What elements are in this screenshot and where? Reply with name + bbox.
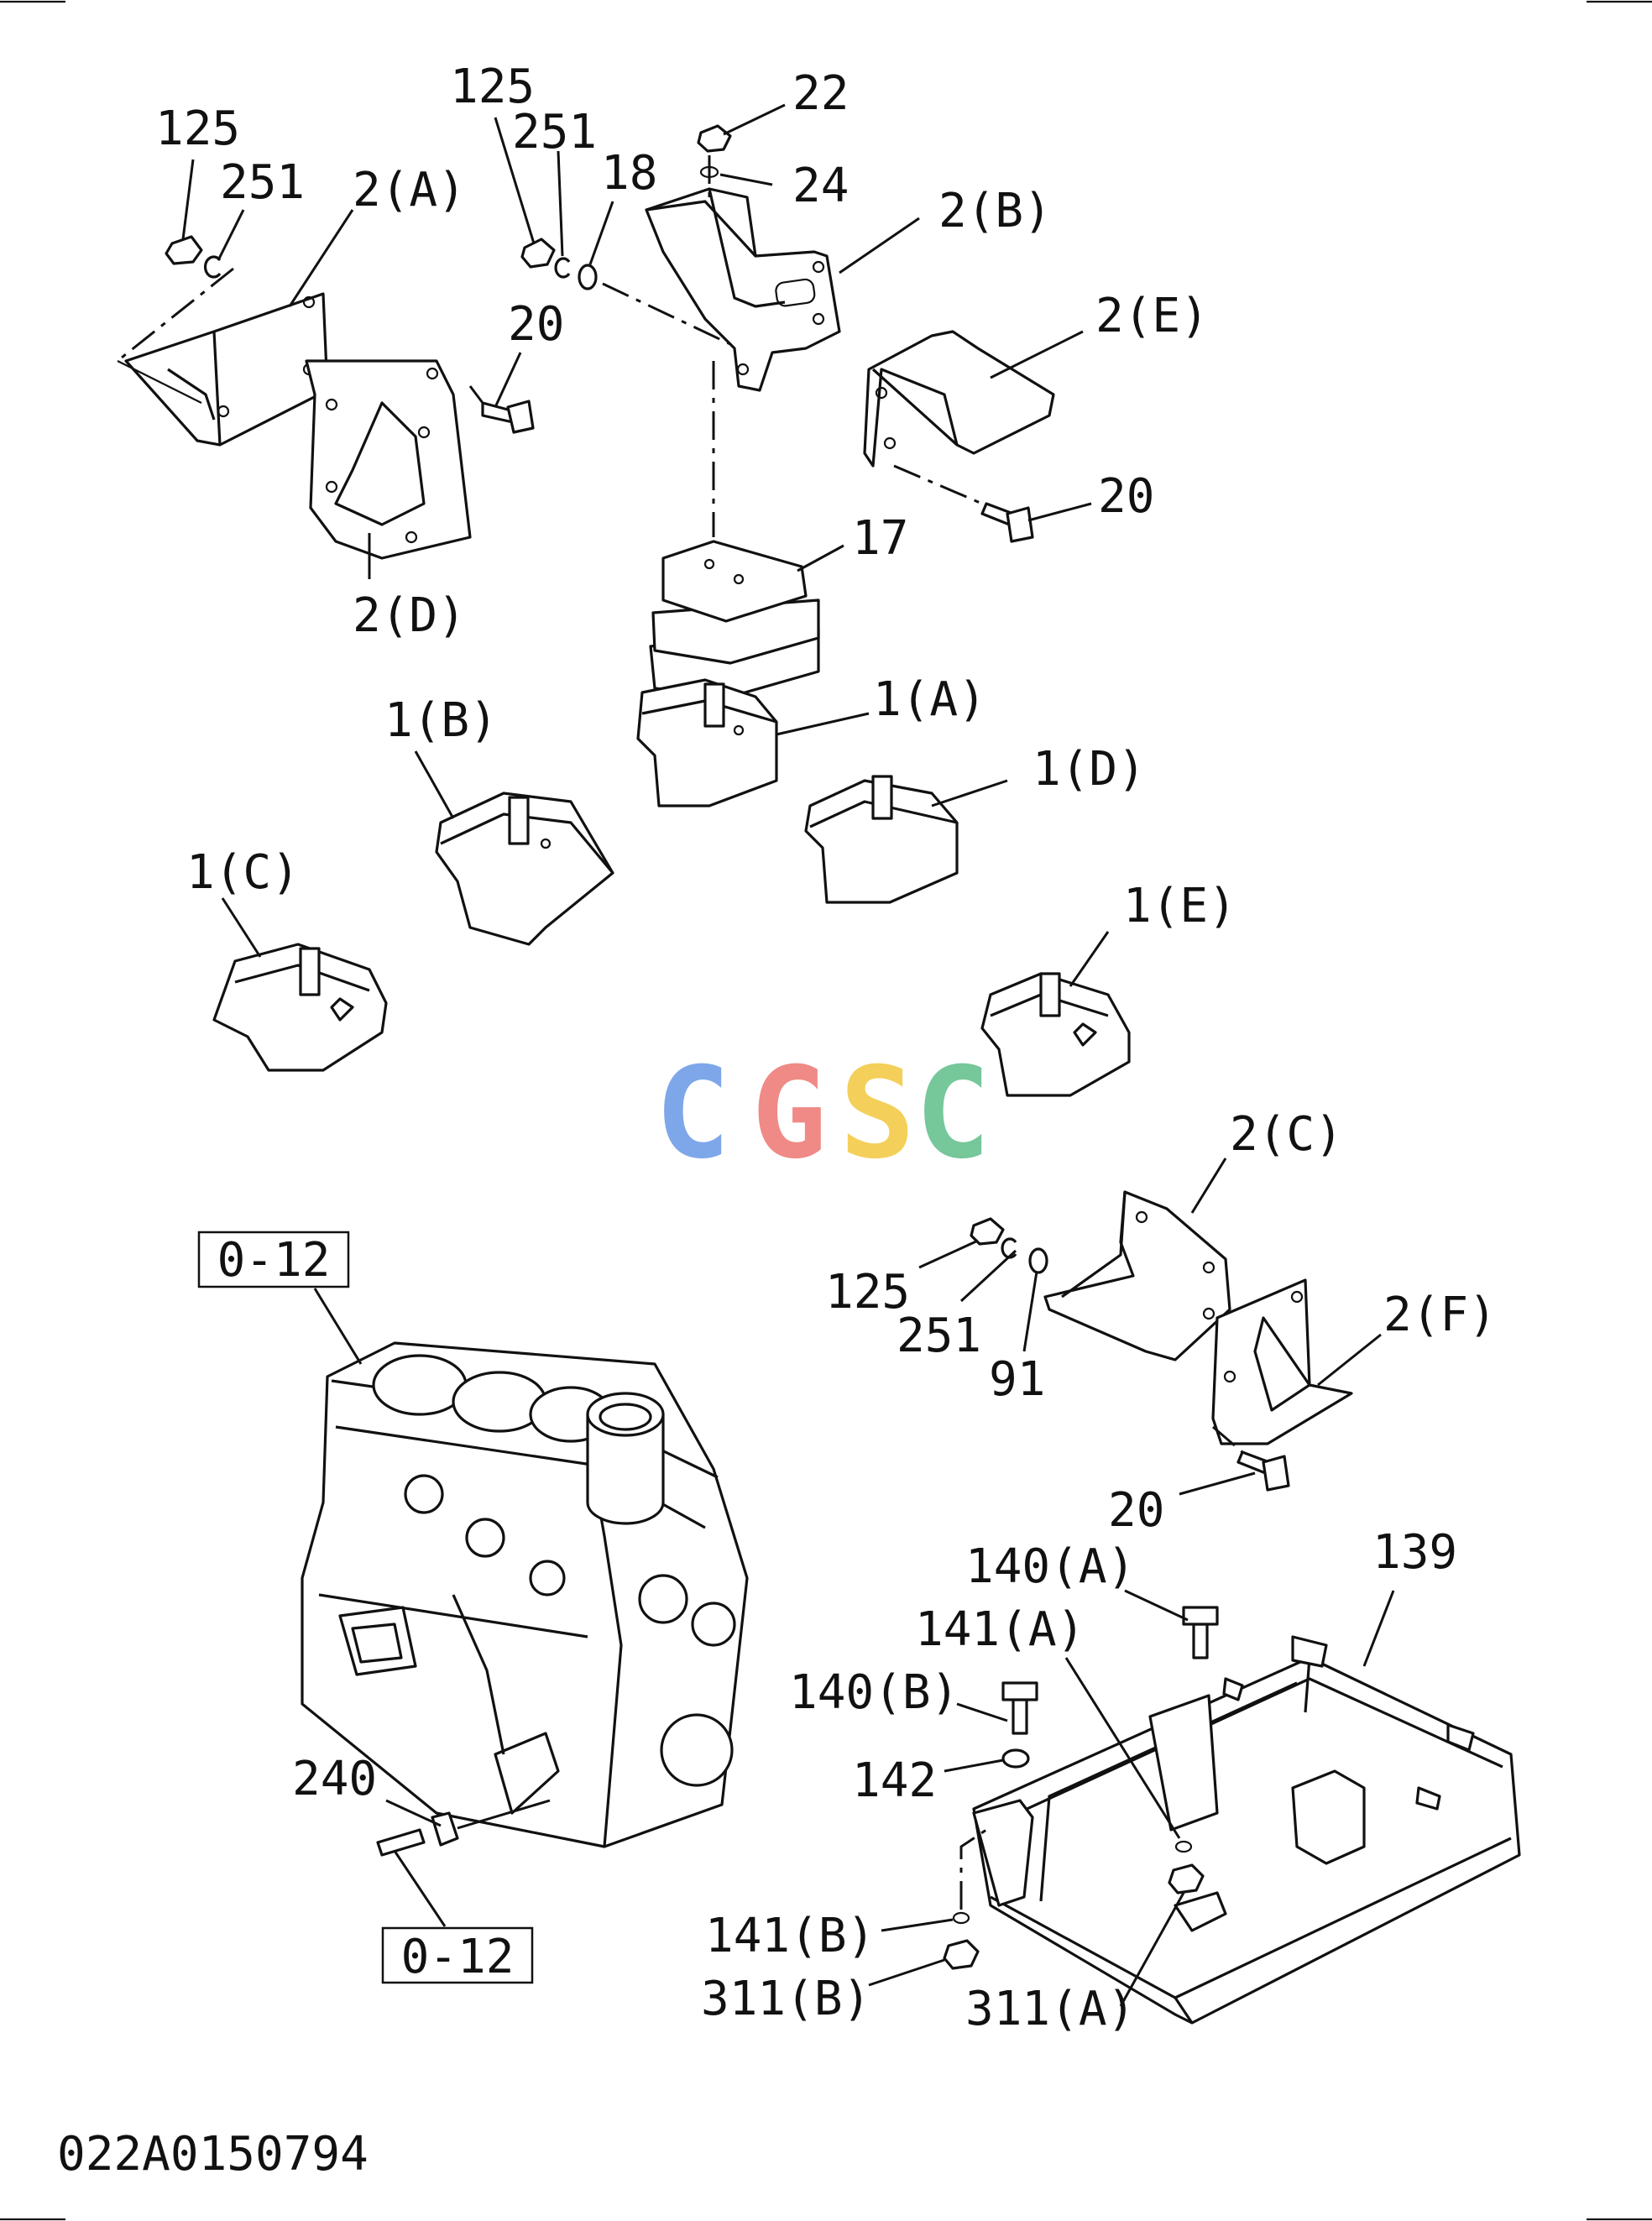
mount-1b: [435, 792, 614, 946]
cgsc-watermark: C G S C: [655, 1041, 991, 1187]
watermark-letter: G: [751, 1041, 827, 1187]
bolt-20c: [1236, 1450, 1290, 1492]
leader-lines: [181, 103, 1395, 2007]
nut-22: [697, 124, 732, 153]
bracket-2b: [645, 187, 841, 392]
reference-label: 0-12: [217, 1233, 331, 1288]
washer-18: [578, 264, 598, 290]
nut-125c: [970, 1217, 1005, 1246]
bolt-140b: [1001, 1681, 1038, 1735]
frame-139: [972, 1635, 1521, 2025]
reference-label: 0-12: [401, 1930, 515, 1984]
bracket-2f: [1211, 1278, 1353, 1445]
bracket-2d: [305, 359, 472, 560]
bolt-20a: [481, 400, 535, 434]
washer-251c: [1001, 1237, 1017, 1259]
washer-251b: [554, 257, 571, 279]
label-251: 251: [220, 155, 305, 210]
bolt-140a: [1182, 1606, 1219, 1659]
label-125: 125: [450, 60, 535, 114]
label-20: 20: [1108, 1483, 1164, 1538]
label-24: 24: [792, 159, 849, 213]
label-140b: 140(B): [789, 1665, 959, 1720]
bracket-2c: [1043, 1190, 1231, 1361]
label-141a: 141(A): [915, 1602, 1085, 1657]
label-20: 20: [1098, 469, 1154, 524]
label-1c: 1(C): [186, 845, 300, 900]
part-labels: 125 251 2(A) 125 251 18 22 24 2(B) 2(E) …: [155, 60, 1497, 2036]
label-1e: 1(E): [1123, 879, 1236, 933]
watermark-letter: S: [839, 1041, 915, 1187]
stud-240: [376, 1811, 459, 1857]
nut-311a: [1168, 1863, 1205, 1894]
label-125: 125: [825, 1265, 910, 1320]
washer-142: [1001, 1748, 1030, 1769]
mount-1d: [804, 775, 959, 904]
watermark-letter: C: [915, 1041, 991, 1187]
label-2d: 2(D): [353, 588, 466, 643]
engine-block: [301, 1341, 749, 1848]
label-2c: 2(C): [1230, 1107, 1343, 1162]
label-22: 22: [792, 66, 849, 121]
washer-91: [1028, 1247, 1048, 1274]
label-240: 240: [292, 1752, 377, 1806]
label-2b: 2(B): [938, 184, 1052, 238]
label-251: 251: [897, 1309, 981, 1363]
label-2f: 2(F): [1383, 1288, 1497, 1342]
mount-1a: [636, 678, 778, 807]
reference-box-top: 0-12: [197, 1231, 350, 1288]
mount-1c: [212, 943, 388, 1072]
label-91: 91: [989, 1352, 1045, 1407]
label-139: 139: [1372, 1525, 1457, 1580]
nut-125b: [520, 238, 556, 269]
label-311a: 311(A): [965, 1982, 1135, 2036]
label-1d: 1(D): [1032, 742, 1146, 797]
reference-box-bottom: 0-12: [381, 1926, 534, 1984]
label-251: 251: [512, 105, 597, 159]
washer-251a: [204, 255, 222, 279]
label-18: 18: [601, 146, 657, 201]
washer-141b: [952, 1911, 970, 1925]
bracket-2e: [863, 330, 1055, 468]
label-20: 20: [508, 297, 564, 352]
label-141b: 141(B): [705, 1909, 875, 1963]
bracket-2a: [124, 292, 329, 447]
label-311b: 311(B): [701, 1972, 870, 2026]
label-142: 142: [852, 1753, 937, 1808]
bolt-20b: [980, 502, 1034, 543]
label-2a: 2(A): [353, 163, 466, 217]
label-125: 125: [155, 102, 240, 156]
label-2e: 2(E): [1095, 289, 1209, 343]
label-140a: 140(A): [965, 1539, 1135, 1594]
label-1a: 1(A): [873, 672, 986, 727]
washer-141a: [1174, 1840, 1193, 1853]
cushion-17: [649, 540, 820, 698]
nut-125a: [165, 235, 203, 265]
label-1b: 1(B): [384, 693, 498, 748]
mount-1e: [980, 972, 1131, 1097]
label-17: 17: [852, 511, 908, 566]
nut-311b: [943, 1939, 980, 1970]
watermark-letter: C: [655, 1041, 730, 1187]
drawing-number: 022A0150794: [57, 2127, 369, 2182]
